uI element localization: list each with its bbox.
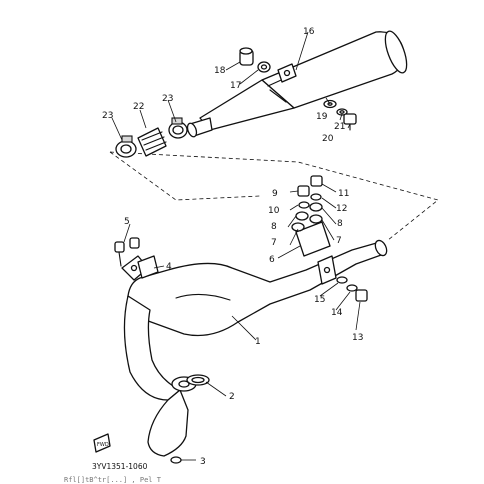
clamp-left xyxy=(115,135,137,158)
grommet xyxy=(257,61,271,73)
bolt-20 xyxy=(343,113,357,131)
washer-15 xyxy=(336,276,348,284)
rear-mount-washers xyxy=(295,193,323,221)
callout-8-right: 8 xyxy=(337,219,343,229)
callout-20: 20 xyxy=(322,134,334,144)
joint-gasket xyxy=(137,127,167,157)
nut-3 xyxy=(170,456,182,464)
callout-14: 14 xyxy=(331,308,343,318)
callout-18: 18 xyxy=(214,66,226,76)
callout-17: 17 xyxy=(230,81,241,91)
pipe-rear-bracket xyxy=(317,255,337,285)
muffler-silencer xyxy=(186,30,408,138)
callout-12: 12 xyxy=(336,204,347,214)
exhaust-pipe xyxy=(123,239,388,457)
callout-16: 16 xyxy=(303,27,315,37)
collar xyxy=(239,47,254,66)
callout-6: 6 xyxy=(269,255,275,265)
rear-mount-bolt-left xyxy=(297,185,310,197)
callout-22: 22 xyxy=(133,102,144,112)
callout-23-right: 23 xyxy=(162,94,173,104)
bolt-13 xyxy=(355,289,368,302)
callout-19: 19 xyxy=(316,112,328,122)
callout-13: 13 xyxy=(352,333,363,343)
exhaust-gasket xyxy=(186,374,210,386)
front-mount-bolts xyxy=(114,237,140,267)
rear-mount-bolt-right xyxy=(310,175,323,187)
callout-8-left: 8 xyxy=(271,222,277,232)
callout-2: 2 xyxy=(229,392,235,402)
front-mount-plate xyxy=(137,255,159,279)
callout-7-right: 7 xyxy=(336,236,342,246)
callout-1: 1 xyxy=(255,337,261,347)
callout-4: 4 xyxy=(166,262,172,272)
callout-3: 3 xyxy=(200,457,206,467)
washer-14 xyxy=(346,284,358,292)
callout-15: 15 xyxy=(314,295,325,305)
front-arrow-icon: FWD xyxy=(93,433,111,453)
clamp-right xyxy=(168,117,188,139)
part-code: 3YV1351-1060 xyxy=(92,462,148,471)
svg-text:FWD: FWD xyxy=(97,442,109,448)
callout-7-left: 7 xyxy=(271,238,277,248)
rear-mount-bracket xyxy=(295,221,331,257)
callout-9: 9 xyxy=(272,189,278,199)
callout-5: 5 xyxy=(124,217,130,227)
rear-mount-dampers xyxy=(291,214,323,232)
muffler-bracket xyxy=(277,63,297,83)
callout-11: 11 xyxy=(338,189,349,199)
leader-lines xyxy=(111,31,361,461)
callout-23-left: 23 xyxy=(102,111,113,121)
callout-10: 10 xyxy=(268,206,280,216)
callout-21: 21 xyxy=(334,122,345,132)
assembly-outline xyxy=(109,151,439,241)
faint-footer-text: Rfl[]tB^tr[...] , Pel T xyxy=(64,476,162,484)
